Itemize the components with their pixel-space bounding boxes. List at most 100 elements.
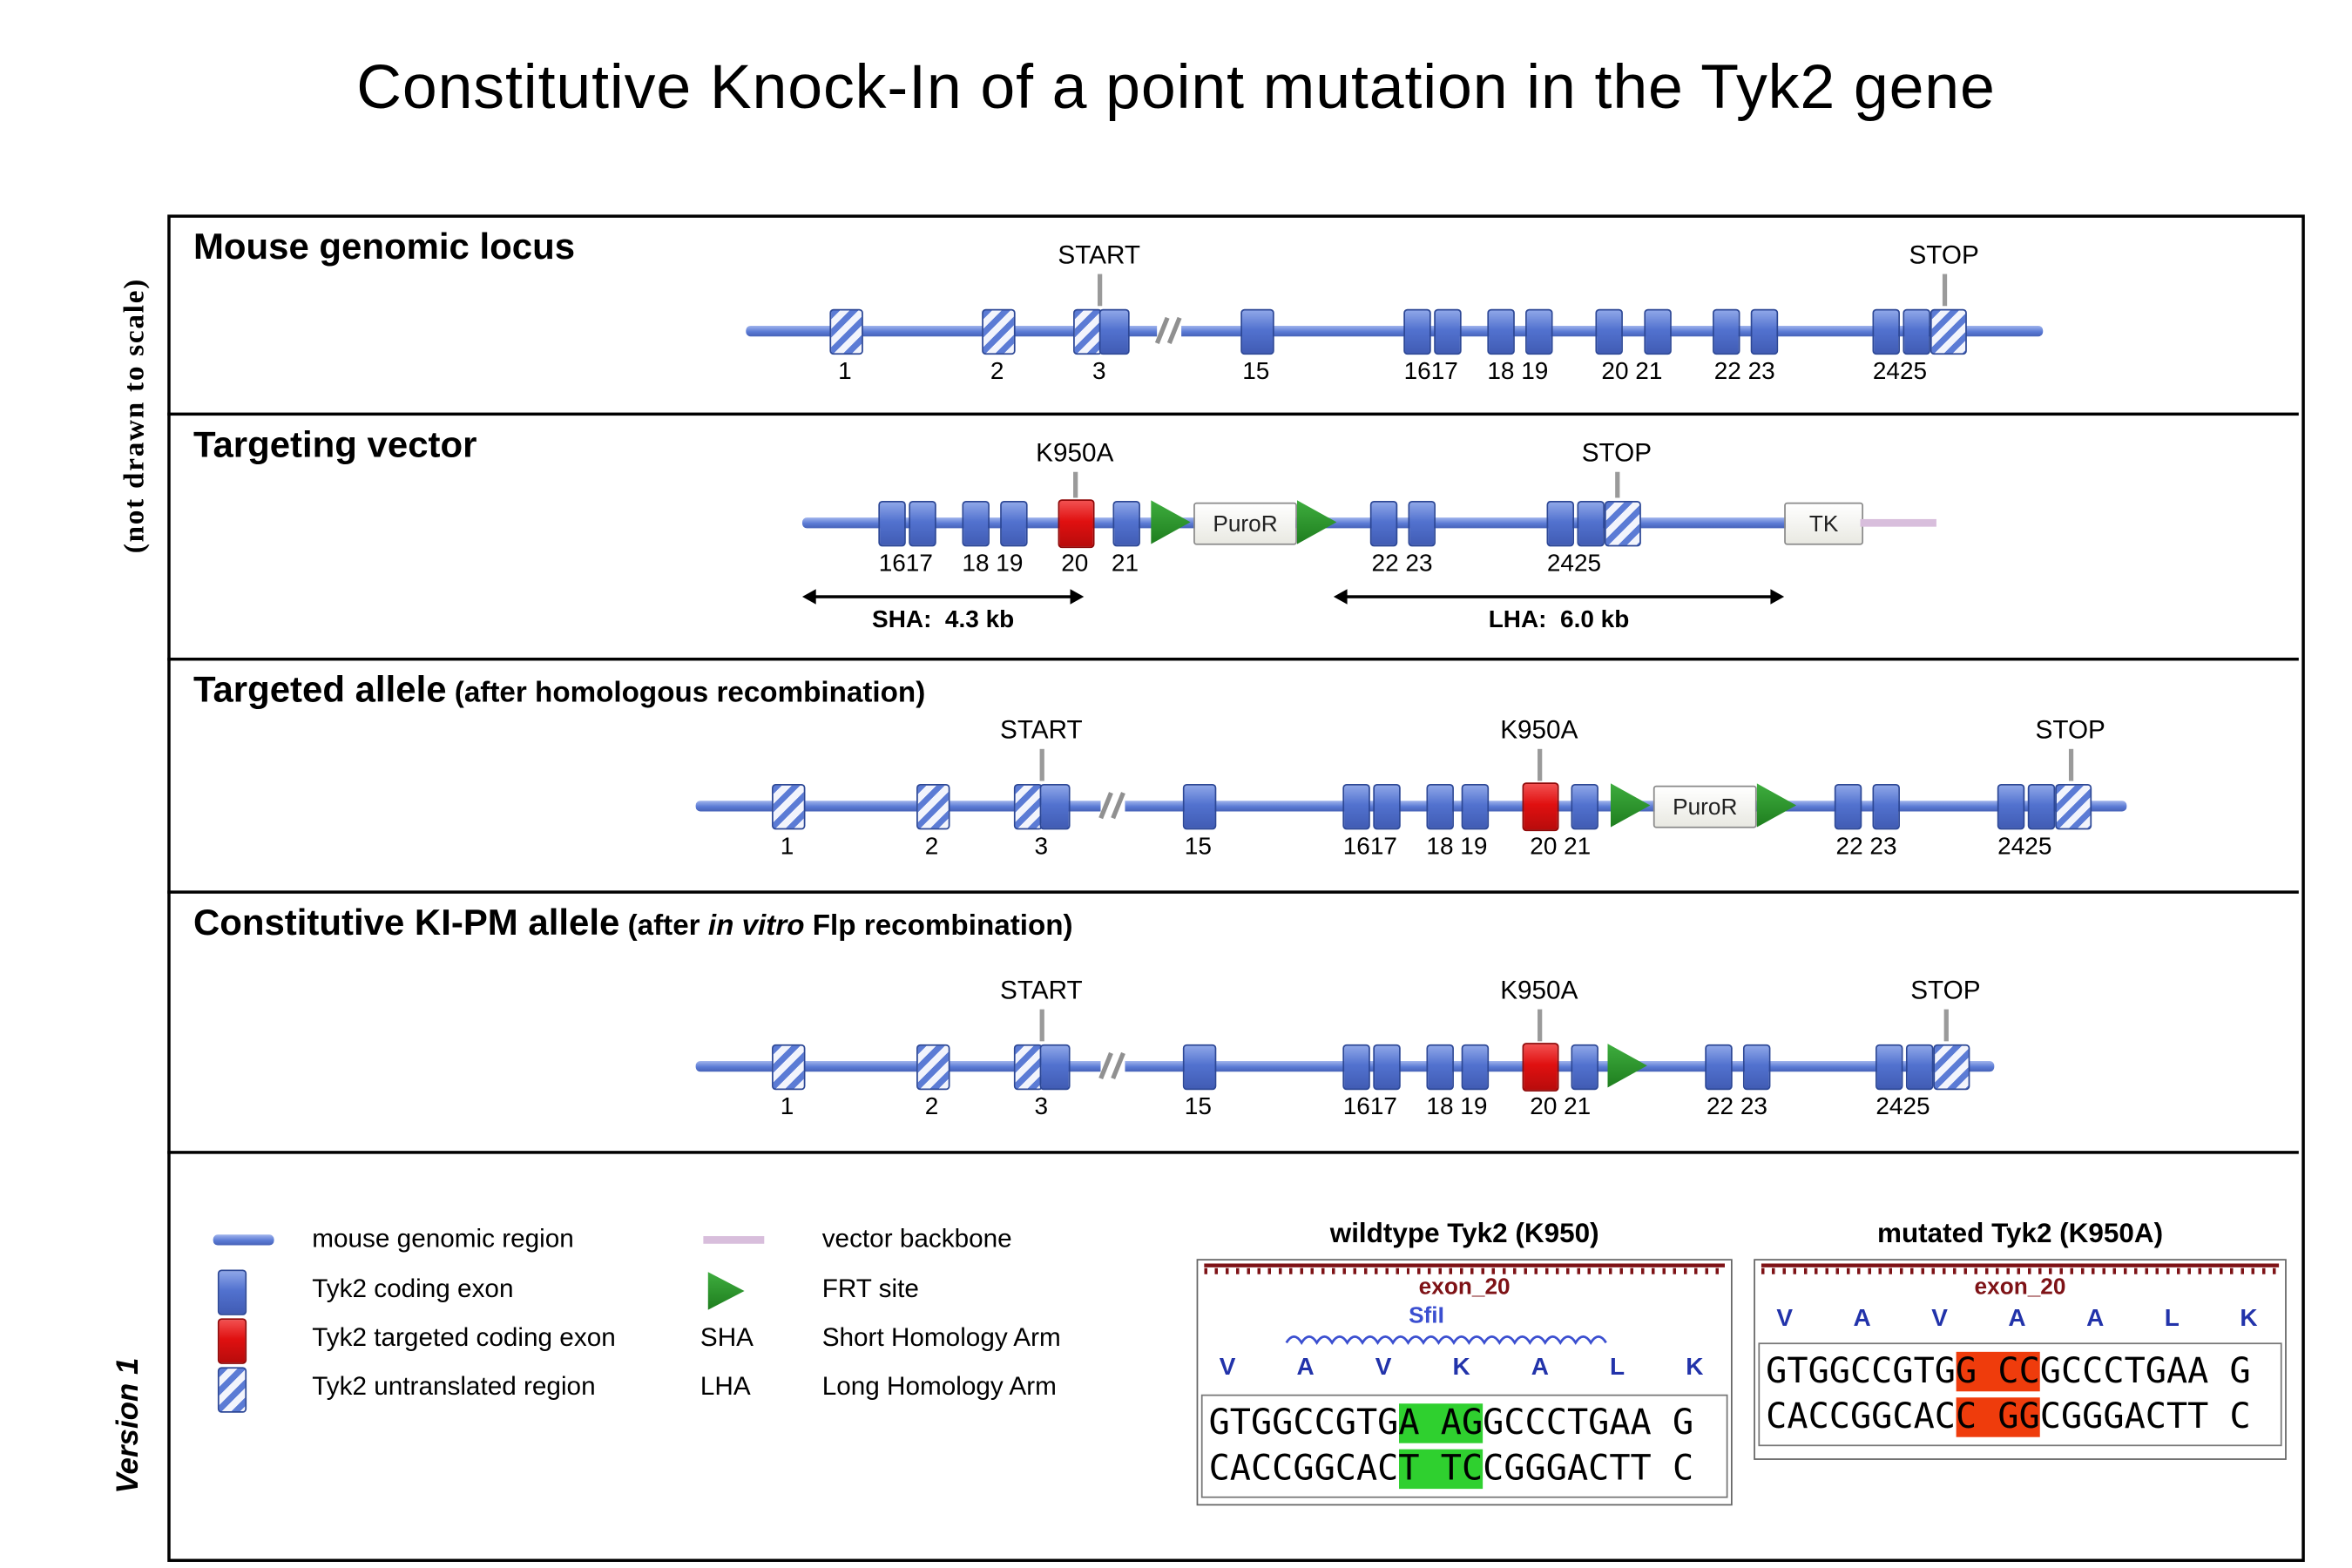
exon-number: 18 19 (1426, 834, 1488, 861)
bases: GCCCTGAA G (1483, 1403, 1694, 1443)
utr-exon (916, 783, 950, 830)
exon-number: 20 (1061, 551, 1089, 578)
exon-number: 15 (1184, 1094, 1212, 1121)
exon-number: 20 21 (1530, 1094, 1592, 1121)
annotation-tick (1097, 274, 1103, 307)
coding-exon (1876, 1044, 1903, 1091)
exon-number: 20 21 (1530, 834, 1592, 861)
bases: CGGGACTT C (2039, 1397, 2251, 1437)
antisense-strand: CACCGGCACT TCCGGGACTT C (1209, 1446, 1720, 1491)
annotation-tick (1039, 748, 1044, 781)
exon-number: 22 23 (1835, 834, 1897, 861)
legend-label: Tyk2 coding exon (312, 1274, 514, 1303)
panel-title-text: (after homologous recombination) (446, 677, 926, 710)
exon-number: 1617 (878, 551, 933, 578)
exon-number: 18 19 (962, 551, 1024, 578)
legend-label: Long Homology Arm (821, 1371, 1057, 1401)
utr-exon (2055, 783, 2092, 830)
antisense-strand: CACCGGCACC GGCGGGACTT C (1766, 1395, 2274, 1440)
amino-acid: K (2240, 1306, 2258, 1333)
exon-number: 18 19 (1487, 359, 1549, 386)
exon-number: 3 (1034, 834, 1049, 861)
exon20-annotation-line (1204, 1263, 1725, 1274)
coding-exon (1713, 308, 1740, 355)
coding-exon (1872, 783, 1900, 830)
vector-backbone (1860, 518, 1936, 527)
coding-exon (1571, 783, 1598, 830)
coding-exon (1903, 308, 1930, 355)
exon-number: 2 (924, 834, 939, 861)
coding-exon (1461, 1044, 1490, 1091)
coding-exon (1434, 308, 1462, 355)
annotation-tick (2068, 748, 2074, 781)
utr-exon (829, 308, 863, 355)
exon-number: 1 (838, 359, 852, 386)
sense-strand: GTGGCCGTGG CCGCCCTGAA G (1766, 1348, 2274, 1394)
coding-exon (962, 500, 990, 547)
legend-utr-swatch (217, 1367, 247, 1413)
exon-number: 1617 (1342, 834, 1397, 861)
coding-exon (1742, 1044, 1771, 1091)
cassette-puror: PuroR (1193, 502, 1297, 545)
coding-exon (1546, 500, 1574, 547)
coding-exon (1426, 783, 1454, 830)
panel-title: Constitutive KI-PM allele (after in vitr… (193, 902, 1073, 945)
annotation-label: STOP (1581, 438, 1652, 468)
coding-exon (1525, 308, 1553, 355)
annotation-tick (1538, 1009, 1543, 1042)
exon-number: 1617 (1403, 359, 1458, 386)
measure-arrow (814, 595, 1072, 598)
panel-title: Targeting vector (193, 425, 477, 468)
bases: CGGGACTT C (1483, 1449, 1694, 1490)
exon20-label: exon_20 (1418, 1274, 1511, 1301)
legend-label: vector backbone (821, 1224, 1012, 1254)
measure-arrow (1345, 595, 1773, 598)
coding-exon (1905, 1044, 1934, 1091)
coding-exon (909, 500, 936, 547)
coding-exon (1461, 783, 1490, 830)
coding-exon (1571, 1044, 1598, 1091)
annotation-tick (1943, 1009, 1949, 1042)
exon-number: 1617 (1342, 1094, 1397, 1121)
exon-number: 2425 (1876, 1094, 1930, 1121)
coding-exon (1342, 783, 1370, 830)
sequence-frame: GTGGCCGTGA AGGCCCTGAA G CACCGGCACT TCCGG… (1200, 1394, 1728, 1498)
exon-number: 15 (1242, 359, 1270, 386)
exon-number: 22 23 (1371, 551, 1433, 578)
legend-backbone-swatch (703, 1236, 765, 1244)
amino-acid: L (1610, 1355, 1625, 1382)
exon-number: 3 (1092, 359, 1106, 386)
exon-number: 22 23 (1706, 1094, 1767, 1121)
exon-number: 20 21 (1601, 359, 1663, 386)
legend-label: FRT site (821, 1274, 919, 1303)
bases: GTGGCCGTG (1766, 1351, 1956, 1392)
exon-number: 15 (1184, 834, 1212, 861)
coding-exon (1373, 1044, 1401, 1091)
panel-title-text: (after (619, 910, 708, 943)
coding-exon (1834, 783, 1862, 830)
annotation-label: K950A (1500, 715, 1578, 745)
annotation-label: STOP (1909, 240, 1979, 270)
coding-exon (1369, 500, 1398, 547)
amino-acid: V (1931, 1306, 1948, 1333)
annotation-tick (1538, 748, 1543, 781)
highlighted-bases: G CC (1955, 1351, 2040, 1392)
targeted-exon (1522, 782, 1559, 832)
exon-number: 3 (1034, 1094, 1049, 1121)
annotation-label: STOP (2035, 715, 2105, 745)
coding-exon (1240, 308, 1274, 355)
bases: GCCCTGAA G (2039, 1351, 2251, 1392)
utr-exon (916, 1044, 950, 1091)
coding-exon (878, 500, 906, 547)
annotation-label: START (1000, 976, 1083, 1005)
panel-title-text: Mouse genomic locus (193, 226, 576, 268)
utr-exon (772, 783, 806, 830)
coding-exon (1577, 500, 1605, 547)
exon20-label: exon_20 (1974, 1274, 2066, 1301)
row-divider (167, 412, 2299, 416)
